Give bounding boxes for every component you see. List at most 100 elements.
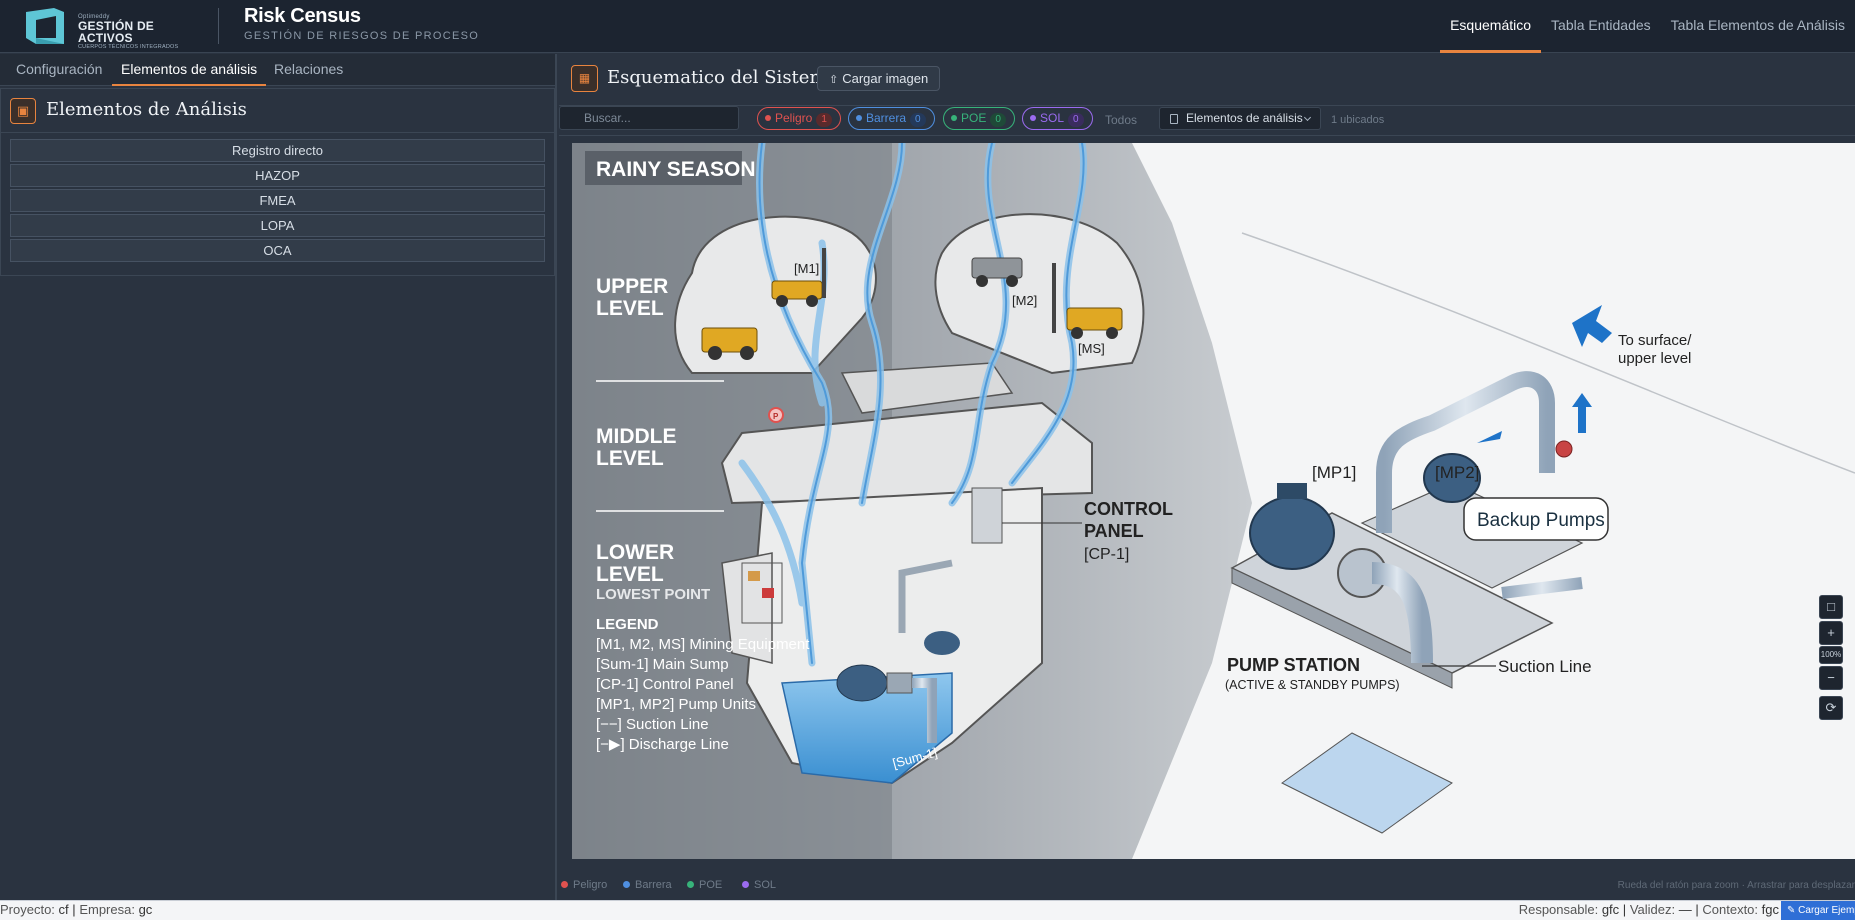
chamber-upper-right — [934, 213, 1145, 375]
nav-tabla-entidades[interactable]: Tabla Entidades — [1551, 17, 1651, 33]
load-image-button[interactable]: ⇧Cargar imagen — [817, 66, 941, 91]
poe-dot-icon — [951, 115, 957, 121]
backup-pumps-callout — [1463, 497, 1609, 541]
legend-item-1: [M1, M2, MS] Mining Equipment — [596, 636, 810, 653]
season-label: RAINY SEASON — [596, 158, 755, 181]
tab-configuracion[interactable]: Configuración — [16, 61, 103, 77]
pump-mp2 — [1423, 453, 1481, 503]
method-oca[interactable]: OCA — [10, 239, 545, 262]
schematic-canvas[interactable]: RAINY SEASON — [572, 143, 1855, 859]
located-count: 1 ubicados — [1331, 114, 1385, 126]
sol-dot-icon — [742, 881, 749, 888]
clipboard-icon: ▣ — [10, 98, 36, 124]
panel-header: ▣ Elementos de Análisis — [1, 89, 554, 133]
middle-level-line1: MIDDLE — [596, 425, 677, 448]
mining-equipment-m2: [M2] — [971, 257, 1037, 308]
mining-equipment-ms: [MS] — [1052, 263, 1123, 356]
method-lopa[interactable]: LOPA — [10, 214, 545, 237]
app-subtitle: GESTIÓN DE RIESGOS DE PROCESO — [244, 30, 480, 42]
m2-label: [M2] — [1012, 293, 1037, 308]
logo-icon — [26, 8, 64, 44]
contexto-label: Contexto: — [1702, 902, 1759, 917]
filter-todos[interactable]: Todos — [1105, 113, 1138, 127]
hazard-marker[interactable] — [768, 407, 784, 423]
main-sump — [781, 672, 953, 784]
m1-label: [M1] — [794, 261, 819, 276]
mine-dewatering-schematic: RAINY SEASON — [572, 143, 1855, 859]
contexto-value: fgc — [1761, 902, 1779, 917]
pump-mp1 — [1249, 496, 1335, 570]
control-panel-line3: [CP-1] — [1084, 546, 1129, 563]
discharge-pipe — [1376, 371, 1555, 533]
logo-tiny: Optimeddy — [78, 14, 110, 20]
analysis-elements-dropdown[interactable]: Elementos de análisis — [1159, 107, 1321, 130]
peligro-dot-icon — [561, 881, 568, 888]
legend-barrera: Barrera — [623, 879, 672, 891]
canvas-hint: Rueda del ratón para zoom · Arrastrar pa… — [1617, 880, 1855, 891]
zoom-level: 100% — [1819, 646, 1843, 664]
validez-label: Validez: — [1629, 902, 1676, 917]
upper-level-line2: LEVEL — [596, 297, 664, 320]
left-tabs: Configuración Elementos de análisis Rela… — [0, 54, 555, 86]
logo-main: GESTIÓN DE ACTIVOS — [78, 19, 155, 45]
tab-elementos-analisis[interactable]: Elementos de análisis — [112, 54, 267, 86]
pencil-icon: ✎ — [1787, 905, 1796, 916]
zoom-in-button[interactable]: + — [1819, 621, 1843, 645]
logo-text: Optimeddy GESTIÓN DE ACTIVOS CUERPOS TÉC… — [78, 14, 198, 50]
fit-view-button[interactable]: □ — [1819, 595, 1843, 619]
status-bar: Proyecto: cf | Empresa: gc Responsable: … — [0, 900, 1855, 920]
reset-view-button[interactable]: ⟳ — [1819, 696, 1843, 720]
method-hazop[interactable]: HAZOP — [10, 164, 545, 187]
suction-line-label: Suction Line — [1498, 657, 1592, 676]
control-panel-line1: CONTROL — [1084, 499, 1173, 519]
filter-poe-label: POE — [961, 111, 987, 125]
schematic-panel: ▦ Esquematico del Sistema ⇧Cargar imagen… — [559, 54, 1855, 900]
method-fmea[interactable]: FMEA — [10, 189, 545, 212]
lower-pumps — [836, 559, 960, 743]
ms-label: [MS] — [1078, 341, 1105, 356]
mp2-label: [MP2] — [1435, 463, 1479, 482]
app-title: Risk Census — [244, 5, 361, 27]
level-labels: UPPER LEVEL MIDDLE LEVEL LOWER LEVEL LOW… — [596, 275, 710, 603]
legend-poe-label: POE — [699, 879, 723, 891]
left-panel: Configuración Elementos de análisis Rela… — [0, 54, 557, 900]
header-divider — [218, 8, 219, 44]
analysis-elements-panel: ▣ Elementos de Análisis Registro directo… — [0, 88, 555, 276]
method-registro-directo[interactable]: Registro directo — [10, 139, 545, 162]
legend-item-4: [MP1, MP2] Pump Units — [596, 696, 756, 713]
app-header: Optimeddy GESTIÓN DE ACTIVOS CUERPOS TÉC… — [0, 0, 1855, 53]
tab-relaciones[interactable]: Relaciones — [274, 61, 344, 77]
surface-label-1: To surface/ — [1618, 332, 1692, 349]
clipboard-icon — [1170, 114, 1178, 124]
legend-sol-label: SOL — [754, 879, 777, 891]
surface-label-2: upper level — [1618, 350, 1691, 367]
load-example-button[interactable]: ✎ Cargar Ejemplo — [1781, 901, 1855, 920]
status-separator: | — [1622, 902, 1627, 917]
method-list: Registro directo HAZOP FMEA LOPA OCA — [10, 139, 545, 264]
pump-station-sublabel: (ACTIVE & STANDBY PUMPS) — [1225, 678, 1400, 692]
hazard-marker-label: P — [773, 412, 779, 421]
responsable-label: Responsable: — [1518, 902, 1599, 917]
search-input[interactable] — [559, 106, 739, 130]
schematic-legend: LEGEND [M1, M2, MS] Mining Equipment [Su… — [596, 616, 810, 753]
zoom-out-button[interactable]: − — [1819, 666, 1843, 690]
peligro-dot-icon — [765, 115, 771, 121]
mining-equipment-m1: [M1] — [771, 248, 826, 307]
chevron-down-icon — [1303, 113, 1312, 122]
nav-esquematico[interactable]: Esquemático — [1440, 0, 1542, 53]
validez-value: — — [1678, 902, 1692, 917]
empresa-label: Empresa: — [79, 902, 135, 917]
filter-sol-label: SOL — [1040, 111, 1065, 125]
legend-peligro: Peligro — [561, 879, 607, 891]
status-left: Proyecto: cf | Empresa: gc — [0, 902, 152, 917]
status-right: Responsable: gfc | Validez: — | Contexto… — [1519, 902, 1779, 917]
barrera-dot-icon — [856, 115, 862, 121]
legend-barrera-label: Barrera — [635, 879, 672, 891]
nav-tabla-elementos[interactable]: Tabla Elementos de Análisis — [1670, 17, 1845, 33]
filter-peligro-label: Peligro — [775, 111, 813, 125]
